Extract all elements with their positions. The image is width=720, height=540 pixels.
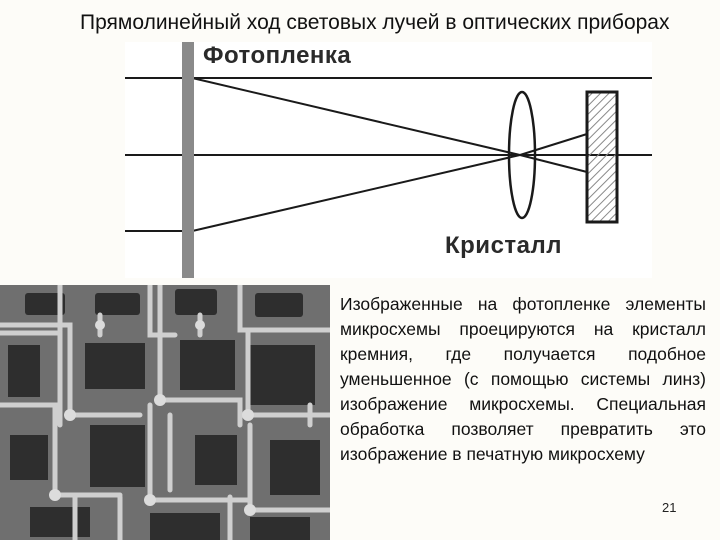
slide-title: Прямолинейный ход световых лучей в оптич… bbox=[80, 11, 670, 34]
microchip-photo bbox=[0, 285, 330, 540]
ray-converge-upper bbox=[187, 76, 521, 156]
film-label: Фотопленка bbox=[203, 42, 352, 69]
crystal bbox=[585, 90, 619, 224]
description-text: Изображенные на фотопленке элементы микр… bbox=[340, 294, 706, 464]
microchip-photo-svg bbox=[0, 285, 330, 540]
crystal-label: Кристалл bbox=[445, 232, 563, 259]
film-bar bbox=[182, 42, 194, 278]
optics-diagram: Фотопленка Кристалл bbox=[125, 42, 652, 278]
ray-out-upper bbox=[519, 133, 588, 156]
lens bbox=[507, 90, 537, 220]
optics-diagram-svg bbox=[125, 42, 652, 278]
ray-converge-lower bbox=[187, 154, 521, 233]
ray-out-lower bbox=[519, 154, 588, 173]
page-number: 21 bbox=[662, 500, 677, 515]
